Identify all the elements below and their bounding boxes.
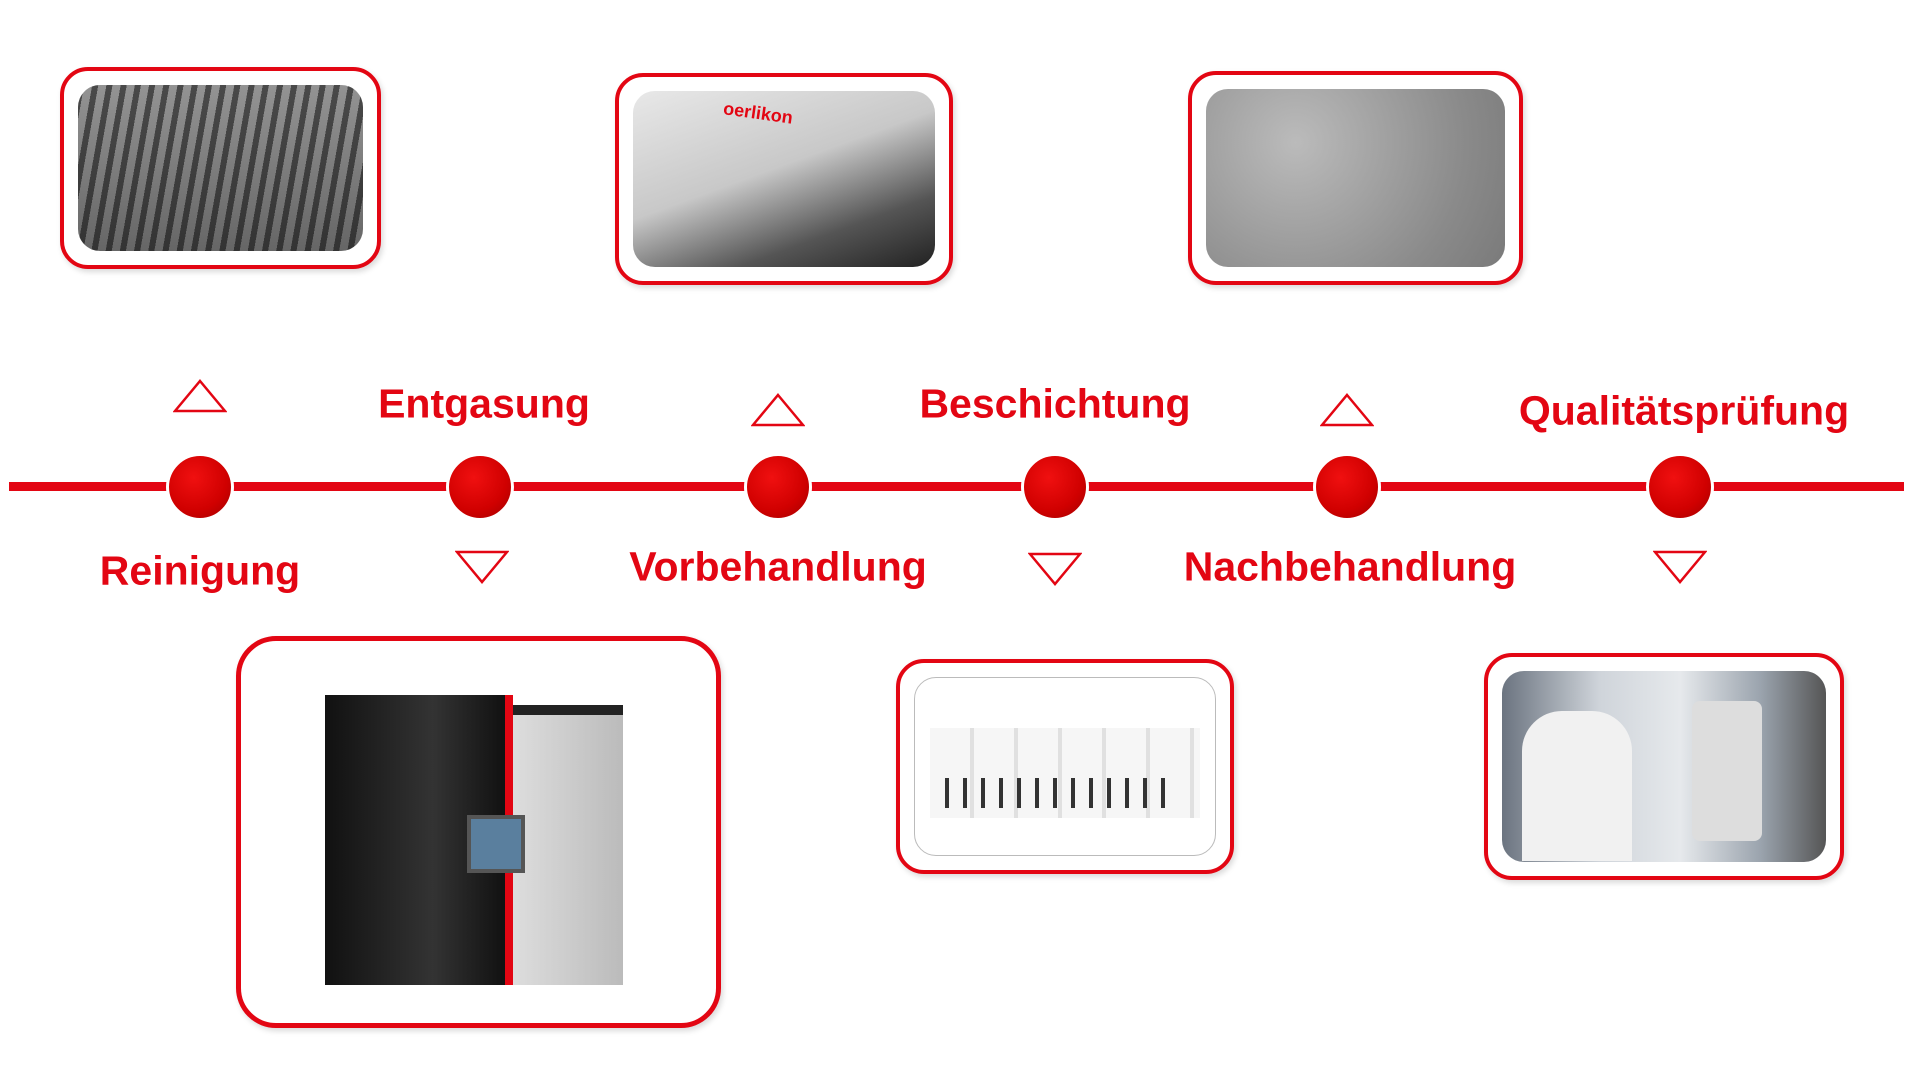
- timeline-dot-reinigung: [166, 453, 234, 521]
- brochures-image-frame: [896, 659, 1234, 874]
- pretreatment-image-frame: oerlikon: [615, 73, 953, 285]
- triangle-up-icon: [1320, 393, 1374, 427]
- cleaning-rack-photo: [78, 85, 363, 251]
- timeline-dot-beschichtung: [1021, 453, 1089, 521]
- triangle-up-icon: [751, 393, 805, 427]
- coating-system-photo: [255, 655, 702, 1009]
- timeline-dot-entgasung: [446, 453, 514, 521]
- timeline-dot-vorbehandlung: [744, 453, 812, 521]
- oerlikon-logo: oerlikon: [722, 98, 795, 128]
- cleaning-image-frame: [60, 67, 381, 269]
- timeline-dot-nachbehandlung: [1313, 453, 1381, 521]
- timeline-line: [9, 482, 1904, 491]
- brochures-photo: [914, 677, 1216, 856]
- step-label-beschichtung: Beschichtung: [919, 380, 1191, 427]
- coating-machine-image-frame: [236, 636, 721, 1028]
- step-label-vorbehandlung: Vorbehandlung: [629, 543, 927, 590]
- step-label-qualitaetspruefung: Qualitätsprüfung: [1518, 387, 1850, 434]
- timeline-dot-qualitaetspruefung: [1646, 453, 1714, 521]
- step-label-entgasung: Entgasung: [378, 380, 590, 427]
- coating-surface-image-frame: [1188, 71, 1523, 285]
- triangle-down-icon: [1028, 552, 1082, 586]
- triangle-up-icon: [173, 379, 227, 413]
- triangle-down-icon: [455, 550, 509, 584]
- coated-surface-photo: [1206, 89, 1505, 267]
- step-label-nachbehandlung: Nachbehandlung: [1183, 543, 1517, 590]
- triangle-down-icon: [1653, 550, 1707, 584]
- oerlikon-tool-handling-photo: oerlikon: [633, 91, 935, 267]
- step-label-reinigung: Reinigung: [99, 547, 301, 594]
- microscope-inspection-photo: [1502, 671, 1826, 862]
- quality-check-image-frame: [1484, 653, 1844, 880]
